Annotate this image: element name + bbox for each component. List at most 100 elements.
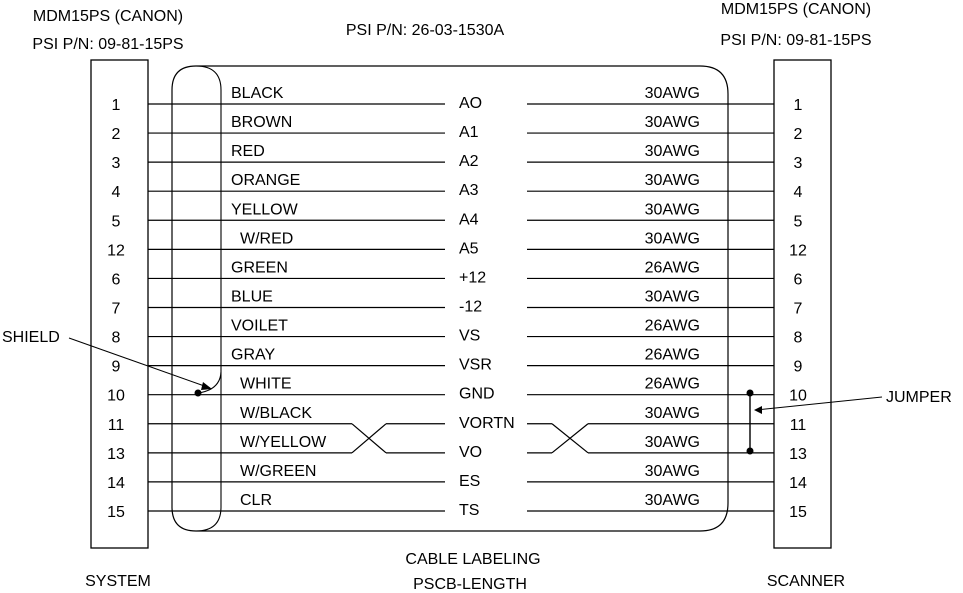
right-pin-number: 3 bbox=[794, 155, 803, 172]
wire-gauge-label: 30AWG bbox=[645, 405, 700, 422]
wire-color-label: VOILET bbox=[231, 318, 288, 335]
wire-color-label: RED bbox=[231, 143, 265, 160]
left-pin-number: 12 bbox=[107, 242, 125, 259]
signal-label: AO bbox=[459, 95, 482, 112]
wire-gauge-label: 30AWG bbox=[645, 85, 700, 102]
wire-gauge-label: 30AWG bbox=[645, 201, 700, 218]
cable-labeling-title: CABLE LABELING bbox=[405, 551, 540, 568]
right-pin-number: 14 bbox=[789, 475, 807, 492]
wire-color-label: W/YELLOW bbox=[240, 434, 327, 451]
cable-jacket-outline bbox=[171, 65, 729, 532]
right-pin-number: 1 bbox=[794, 97, 803, 114]
wire-gauge-label: 30AWG bbox=[645, 143, 700, 160]
wire-color-label: W/GREEN bbox=[240, 463, 316, 480]
wire-gauge-label: 30AWG bbox=[645, 230, 700, 247]
left-pin-number: 15 bbox=[107, 504, 125, 521]
signal-label: VORTN bbox=[459, 415, 515, 432]
twisted-pair-left-b-cross bbox=[351, 423, 387, 454]
wire-color-label: BROWN bbox=[231, 114, 292, 131]
twisted-pair-right-b-cross bbox=[551, 423, 589, 454]
shield-label: SHIELD bbox=[2, 329, 60, 346]
wire-color-label: W/BLACK bbox=[240, 405, 312, 422]
left-pin-number: 9 bbox=[112, 359, 121, 376]
wire-color-label: BLACK bbox=[231, 85, 284, 102]
wire-gauge-label: 26AWG bbox=[645, 259, 700, 276]
shield-drain-dot bbox=[194, 389, 202, 397]
cable-labeling-value: PSCB-LENGTH bbox=[413, 576, 527, 593]
left-pin-number: 3 bbox=[112, 155, 121, 172]
jumper-dot-pin-13 bbox=[746, 447, 754, 455]
right-pin-number: 7 bbox=[794, 300, 803, 317]
left-pin-number: 7 bbox=[112, 300, 121, 317]
signal-label: -12 bbox=[459, 298, 482, 315]
jumper-arrowhead bbox=[754, 406, 762, 414]
signal-label: A2 bbox=[459, 153, 479, 170]
signal-label: A3 bbox=[459, 182, 479, 199]
shield-leader bbox=[68, 337, 211, 389]
right-pin-number: 10 bbox=[789, 388, 807, 405]
right-pin-number: 15 bbox=[789, 504, 807, 521]
jumper-leader bbox=[755, 396, 883, 411]
wire-gauge-label: 30AWG bbox=[645, 492, 700, 509]
signal-label: A4 bbox=[459, 211, 479, 228]
left-pin-number: 4 bbox=[112, 184, 121, 201]
system-connector bbox=[90, 59, 149, 549]
wire-color-label: W/RED bbox=[240, 230, 293, 247]
wire-color-label: CLR bbox=[240, 492, 272, 509]
right-pin-number: 13 bbox=[789, 446, 807, 463]
signal-label: VO bbox=[459, 444, 482, 461]
signal-label: VSR bbox=[459, 357, 492, 374]
wire-gauge-label: 30AWG bbox=[645, 114, 700, 131]
signal-label: TS bbox=[459, 502, 479, 519]
left-connector-type: MDM15PS (CANON) bbox=[33, 8, 183, 25]
right-pin-number: 5 bbox=[794, 213, 803, 230]
left-pin-number: 10 bbox=[107, 388, 125, 405]
left-pin-number: 14 bbox=[107, 475, 125, 492]
signal-label: A5 bbox=[459, 240, 479, 257]
wire-gauge-label: 26AWG bbox=[645, 318, 700, 335]
wire-color-label: WHITE bbox=[240, 376, 292, 393]
right-pin-number: 11 bbox=[790, 417, 807, 434]
signal-label: GND bbox=[459, 386, 495, 403]
shield-arrowhead bbox=[201, 382, 212, 390]
wire-gauge-label: 30AWG bbox=[645, 463, 700, 480]
scanner-connector bbox=[773, 59, 832, 549]
right-pin-number: 6 bbox=[794, 271, 803, 288]
left-pin-number: 1 bbox=[112, 97, 121, 114]
right-connector-type: MDM15PS (CANON) bbox=[721, 1, 871, 18]
right-pin-number: 2 bbox=[794, 126, 803, 143]
left-pin-number: 11 bbox=[108, 417, 125, 434]
right-pin-number: 9 bbox=[794, 359, 803, 376]
scanner-label: SCANNER bbox=[767, 573, 845, 590]
shield-drain-curve bbox=[197, 371, 222, 394]
wire-gauge-label: 30AWG bbox=[645, 172, 700, 189]
shield-wrap bbox=[195, 65, 222, 532]
wire-gauge-label: 30AWG bbox=[645, 288, 700, 305]
left-pin-number: 5 bbox=[112, 213, 121, 230]
right-connector-part-number: PSI P/N: 09-81-15PS bbox=[720, 32, 871, 49]
right-pin-number: 4 bbox=[794, 184, 803, 201]
left-pin-number: 2 bbox=[112, 126, 121, 143]
system-label: SYSTEM bbox=[85, 573, 151, 590]
signal-label: ES bbox=[459, 473, 480, 490]
wire-color-label: GREEN bbox=[231, 259, 288, 276]
right-pin-number: 8 bbox=[794, 330, 803, 347]
wire-color-label: ORANGE bbox=[231, 172, 300, 189]
jumper-dot-pin-10 bbox=[746, 389, 754, 397]
signal-label: A1 bbox=[459, 124, 479, 141]
right-pin-number: 12 bbox=[789, 242, 807, 259]
cable-part-number: PSI P/N: 26-03-1530A bbox=[346, 22, 505, 39]
left-connector-part-number: PSI P/N: 09-81-15PS bbox=[32, 36, 183, 53]
wire-gauge-label: 30AWG bbox=[645, 434, 700, 451]
left-pin-number: 8 bbox=[112, 330, 121, 347]
left-pin-number: 13 bbox=[107, 446, 125, 463]
wire-color-label: YELLOW bbox=[231, 201, 299, 218]
wire-color-label: BLUE bbox=[231, 288, 273, 305]
wire-gauge-label: 26AWG bbox=[645, 376, 700, 393]
wire-gauge-label: 26AWG bbox=[645, 347, 700, 364]
signal-label: +12 bbox=[459, 269, 486, 286]
wire-color-label: GRAY bbox=[231, 347, 275, 364]
signal-label: VS bbox=[459, 328, 480, 345]
